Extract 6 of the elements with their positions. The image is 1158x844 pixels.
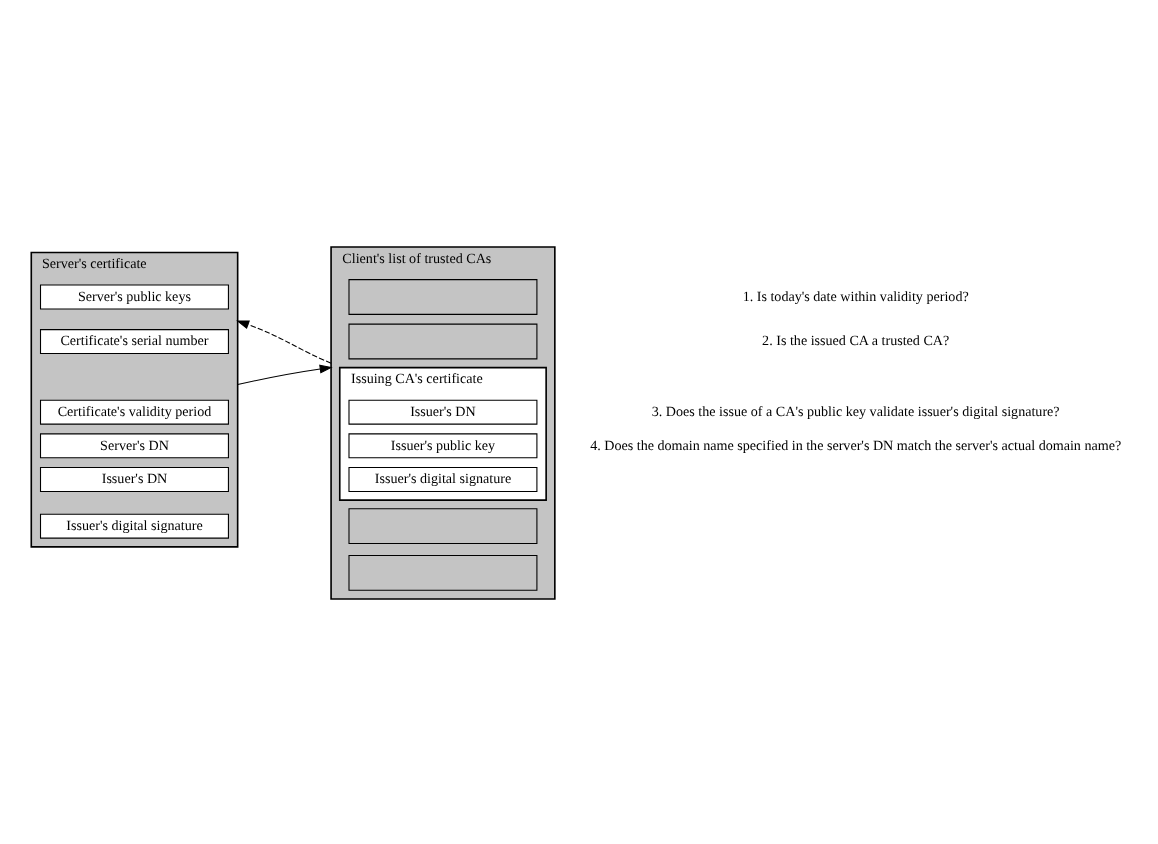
- node-box: [348, 553, 538, 590]
- arrow: [236, 319, 332, 363]
- node-box: [348, 322, 538, 359]
- node-box: [348, 507, 538, 544]
- node-box: [348, 278, 538, 314]
- arrow: [237, 363, 333, 385]
